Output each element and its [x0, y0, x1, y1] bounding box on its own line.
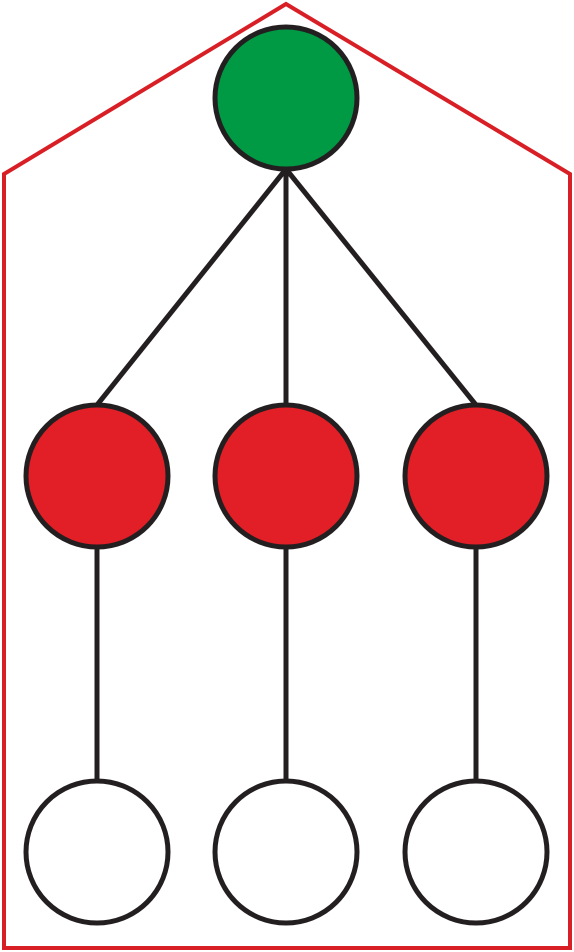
- nodes-group: [23, 24, 550, 926]
- edge-root-mid-right: [284, 167, 478, 407]
- node-mid-left: [23, 402, 171, 550]
- edges-group: [94, 167, 479, 781]
- node-mid-center: [212, 402, 360, 550]
- node-mid-right: [402, 402, 550, 550]
- edge-root-mid-left: [95, 167, 288, 407]
- node-leaf-right: [402, 778, 550, 926]
- node-leaf-left: [23, 778, 171, 926]
- node-root: [212, 24, 360, 172]
- node-leaf-center: [212, 778, 360, 926]
